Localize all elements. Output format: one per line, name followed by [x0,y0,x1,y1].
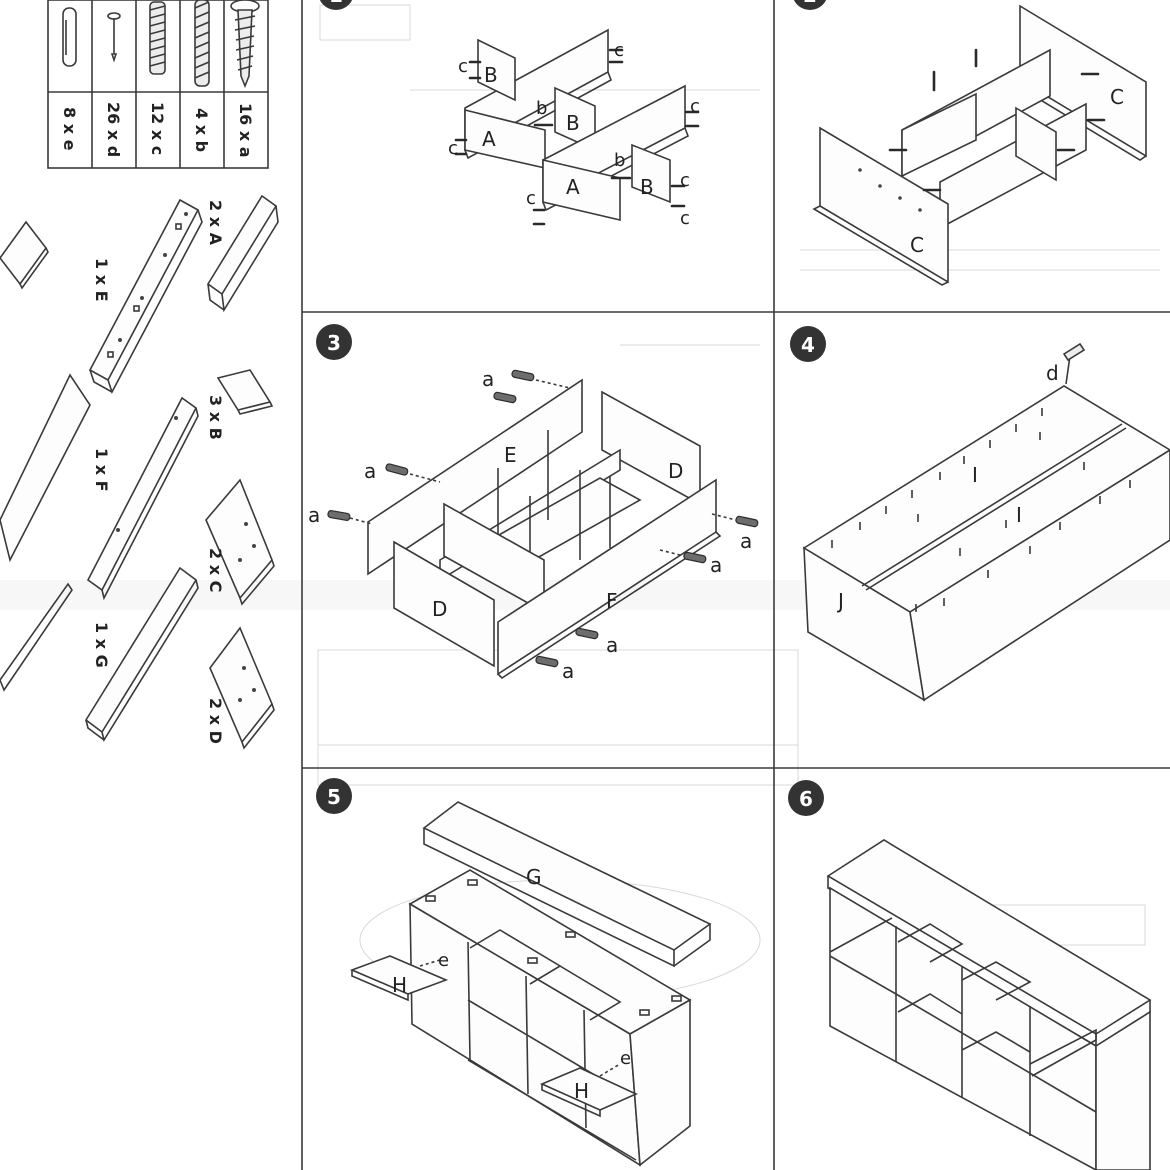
svg-text:e: e [438,950,449,971]
part-d-panel [209,626,275,750]
svg-text:5: 5 [327,785,341,809]
svg-text:1: 1 [329,0,343,7]
svg-text:c: c [526,188,536,209]
step-4-label-d: d [1046,361,1059,385]
part-label-a: 2 x A [206,200,225,246]
part-a-panel [206,194,279,313]
svg-text:a: a [364,459,376,483]
step-5-badge: 5 [316,778,352,814]
step-3-badge: 3 [316,324,352,360]
step-5-label-h1: H [392,973,407,997]
step-3-label-d1: D [668,459,683,483]
step-5-label-g: G [526,865,542,889]
step-4-label-i2: I [1016,503,1022,527]
svg-text:a: a [482,367,494,391]
part-label-d: 2 x D [206,698,225,744]
svg-text:2: 2 [803,0,817,7]
part-f-panel [0,373,199,601]
svg-text:c: c [448,138,458,159]
step-1-label-a1: A [482,127,496,151]
step-4: 4 d I I J [790,326,1170,702]
dowel-icon [62,7,77,67]
svg-text:c: c [690,96,700,117]
step-4-badge: 4 [790,326,826,362]
step-3-label-e: E [504,443,517,467]
svg-text:b: b [614,150,625,171]
hardware-count-b: 4 x b [192,108,211,152]
step-2-label-c1: C [1110,85,1124,109]
step-1-label-b2: B [566,111,580,135]
part-small-panel [0,220,49,290]
step-6-cubbies [829,917,1097,1136]
part-e-panel [88,198,203,395]
step-1-badge: 1 [319,0,353,10]
step-6-badge: 6 [788,780,824,816]
nail-icon [107,12,121,63]
hardware-count-e: 8 x e [60,107,79,151]
step-4-label-j: J [836,589,844,613]
part-label-g: 1 x G [92,622,111,668]
hardware-count-a: 16 x a [236,103,255,158]
step-5-label-h2: H [574,1079,589,1103]
svg-text:c: c [614,40,624,61]
step-1-label-b1: B [484,63,498,87]
hardware-count-c: 12 x c [148,102,167,155]
svg-text:c: c [680,208,690,229]
step-6: 6 [788,780,1152,1170]
step-4-label-i1: I [972,463,978,487]
svg-text:a: a [710,553,722,577]
svg-text:a: a [606,633,618,657]
part-label-b: 3 x B [206,395,225,440]
svg-text:c: c [680,170,690,191]
part-label-f: 1 x F [92,448,111,492]
step-3-screw-guides [349,379,737,557]
svg-text:6: 6 [799,787,813,811]
svg-text:b: b [536,98,547,119]
step-3-label-d2: D [432,597,447,621]
part-label-e: 1 x E [92,258,111,302]
part-g-panel [0,566,199,743]
svg-text:c: c [458,56,468,77]
hardware-count-d: 26 x d [104,102,123,157]
svg-text:a: a [562,659,574,683]
screw-icon [230,0,260,89]
panel-grid [301,0,1170,1170]
svg-text:e: e [620,1048,631,1069]
hammer-icon [1062,342,1086,385]
step-2-label-c2: C [910,233,924,257]
step-2: 2 C C [793,0,1147,286]
step-3-screws [327,369,759,668]
part-b-panel [216,369,274,415]
step-1: 1 B A B A B c [319,0,700,229]
step-1-label-a2: A [566,175,580,199]
step-5: 5 G H H e [316,778,712,1167]
hardware-table: 8 x e 26 x d 12 x c 4 x b 16 x a [47,0,269,169]
svg-text:a: a [740,529,752,553]
svg-text:3: 3 [327,331,341,355]
step-1-label-b3: B [640,175,654,199]
step-4-nails [831,408,1131,612]
step-3: 3 [308,324,759,683]
threaded-bolt-icon [194,0,210,87]
svg-text:4: 4 [801,333,815,357]
parts-list: 1 x E 2 x A 1 x F 3 x B [0,194,279,750]
svg-text:a: a [308,503,320,527]
part-c-panel [205,478,275,606]
step-2-badge: 2 [793,0,827,10]
step-3-label-f: F [606,589,618,613]
part-label-c: 2 x C [206,548,225,592]
threaded-dowel-icon [149,1,166,75]
